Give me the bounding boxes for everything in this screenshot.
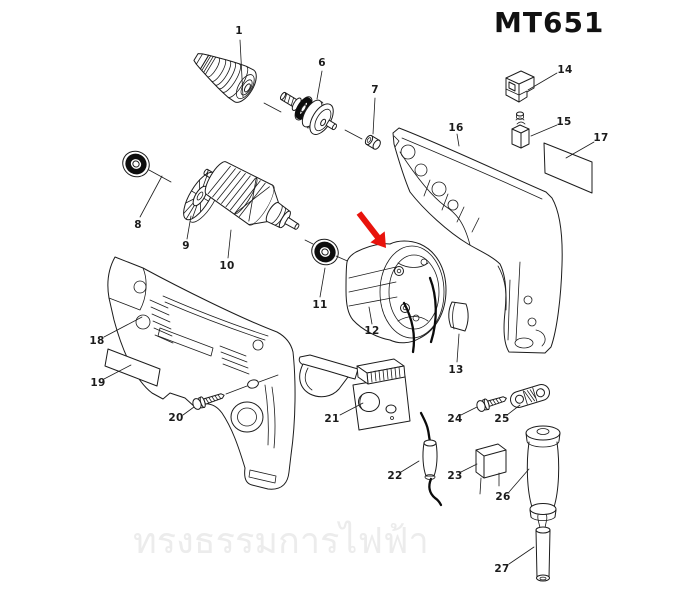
drawing-carbon-brush [511, 111, 530, 149]
part-number-18: 18 [89, 335, 105, 347]
part-number-8: 8 [134, 219, 142, 231]
drawing-field-stator [345, 240, 447, 354]
part-number-17: 17 [593, 132, 609, 144]
drawing-cord-guard [525, 425, 561, 521]
watermark: ทรงธรรมการไฟฟ้า [133, 521, 429, 562]
drawing-spindle-gear [279, 91, 337, 135]
drawing-bearing-rear [311, 238, 339, 266]
part-number-20: 20 [168, 412, 184, 424]
drawing-baffle-plate [448, 301, 469, 332]
part-number-14: 14 [557, 64, 573, 76]
leader-lines [103, 39, 595, 565]
part-number-7: 7 [371, 84, 379, 96]
drawing-noise-suppressor [419, 411, 443, 507]
part-number-27: 27 [494, 563, 510, 575]
drawing-screw-right [476, 396, 507, 412]
part-number-12: 12 [364, 325, 380, 337]
part-number-11: 11 [312, 299, 328, 311]
part-number-25: 25 [494, 413, 510, 425]
drawing-housing-right [392, 127, 563, 354]
drawing-capacitor [475, 443, 507, 495]
part-number-21: 21 [324, 413, 340, 425]
part-number-23: 23 [447, 470, 463, 482]
drawing-screw-left [192, 374, 279, 410]
part-number-16: 16 [448, 122, 464, 134]
axis-lines [148, 102, 363, 264]
drawing-brush-holder [505, 70, 535, 103]
part-number-10: 10 [219, 260, 235, 272]
drawing-bearing-front [122, 150, 150, 178]
drawing-sleeve [364, 134, 381, 150]
drawing-name-plate [104, 348, 161, 387]
part-number-13: 13 [448, 364, 464, 376]
drawing-name-plate-large [543, 142, 593, 194]
part-number-1: 1 [235, 25, 243, 37]
part-number-19: 19 [90, 377, 106, 389]
part-number-22: 22 [387, 470, 403, 482]
drawing-drill-chuck [193, 53, 257, 103]
drawing-trigger-switch [298, 354, 411, 431]
highlight-arrow [356, 211, 386, 248]
drawing-power-cord [535, 513, 551, 582]
part-number-15: 15 [556, 116, 572, 128]
part-number-6: 6 [318, 57, 326, 69]
part-number-24: 24 [447, 413, 463, 425]
drawing-armature [203, 161, 300, 230]
drawing-cord-clip [510, 383, 550, 409]
part-number-9: 9 [182, 240, 190, 252]
model-title: MT651 [494, 6, 605, 39]
part-number-26: 26 [495, 491, 511, 503]
